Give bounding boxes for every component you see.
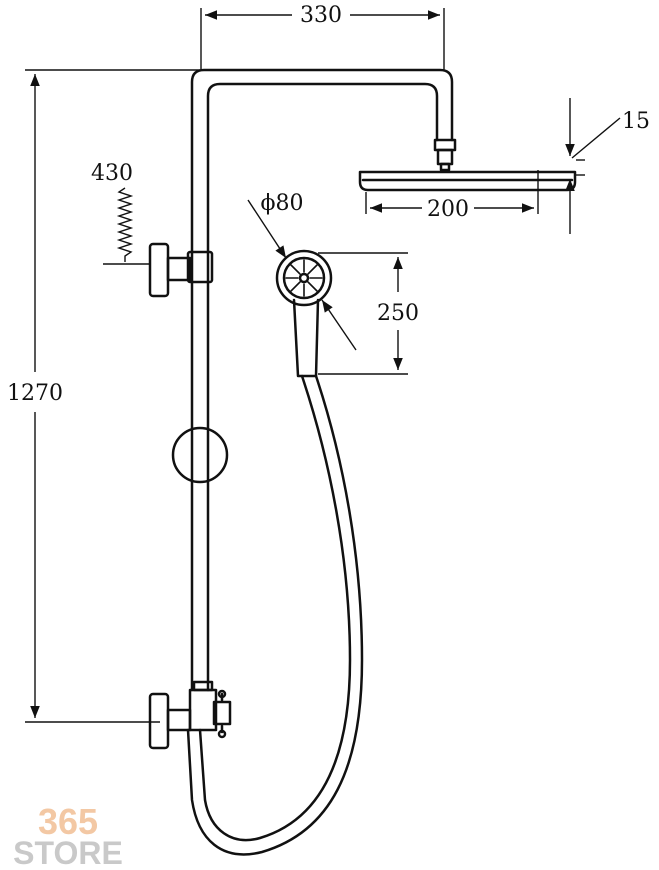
watermark-word: STORE xyxy=(13,835,123,870)
diverter-handle xyxy=(212,700,232,726)
watermark-number: 365 xyxy=(38,801,98,842)
hand-shower-handle xyxy=(292,298,320,378)
head-swivel xyxy=(436,148,454,166)
dim-head-width-200: 200 xyxy=(427,197,469,222)
head-neck xyxy=(439,162,451,172)
dim-width-330: 330 xyxy=(300,3,342,28)
bottom-wall-bracket xyxy=(148,692,170,750)
head-connector xyxy=(433,138,457,152)
dim-slide-430: 430 xyxy=(91,161,133,186)
slider-knob xyxy=(171,426,229,484)
upper-wall-bracket xyxy=(148,242,170,298)
slide-travel-spring xyxy=(116,187,134,262)
flexible-hose-outer xyxy=(198,374,352,842)
hand-shower-head xyxy=(275,249,333,307)
upper-pipe-clamp xyxy=(186,250,214,284)
diverter-body xyxy=(188,688,218,732)
riser-pipe-inner xyxy=(206,82,439,692)
dim-height-1270: 1270 xyxy=(7,381,63,406)
dim-hand-length-250: 250 xyxy=(377,301,419,326)
dim-thickness-15: 15 xyxy=(622,109,650,134)
flexible-hose-inner xyxy=(186,374,364,856)
dim-hand-diameter-80: ϕ80 xyxy=(261,191,304,216)
riser-pipe-outer xyxy=(190,68,454,692)
